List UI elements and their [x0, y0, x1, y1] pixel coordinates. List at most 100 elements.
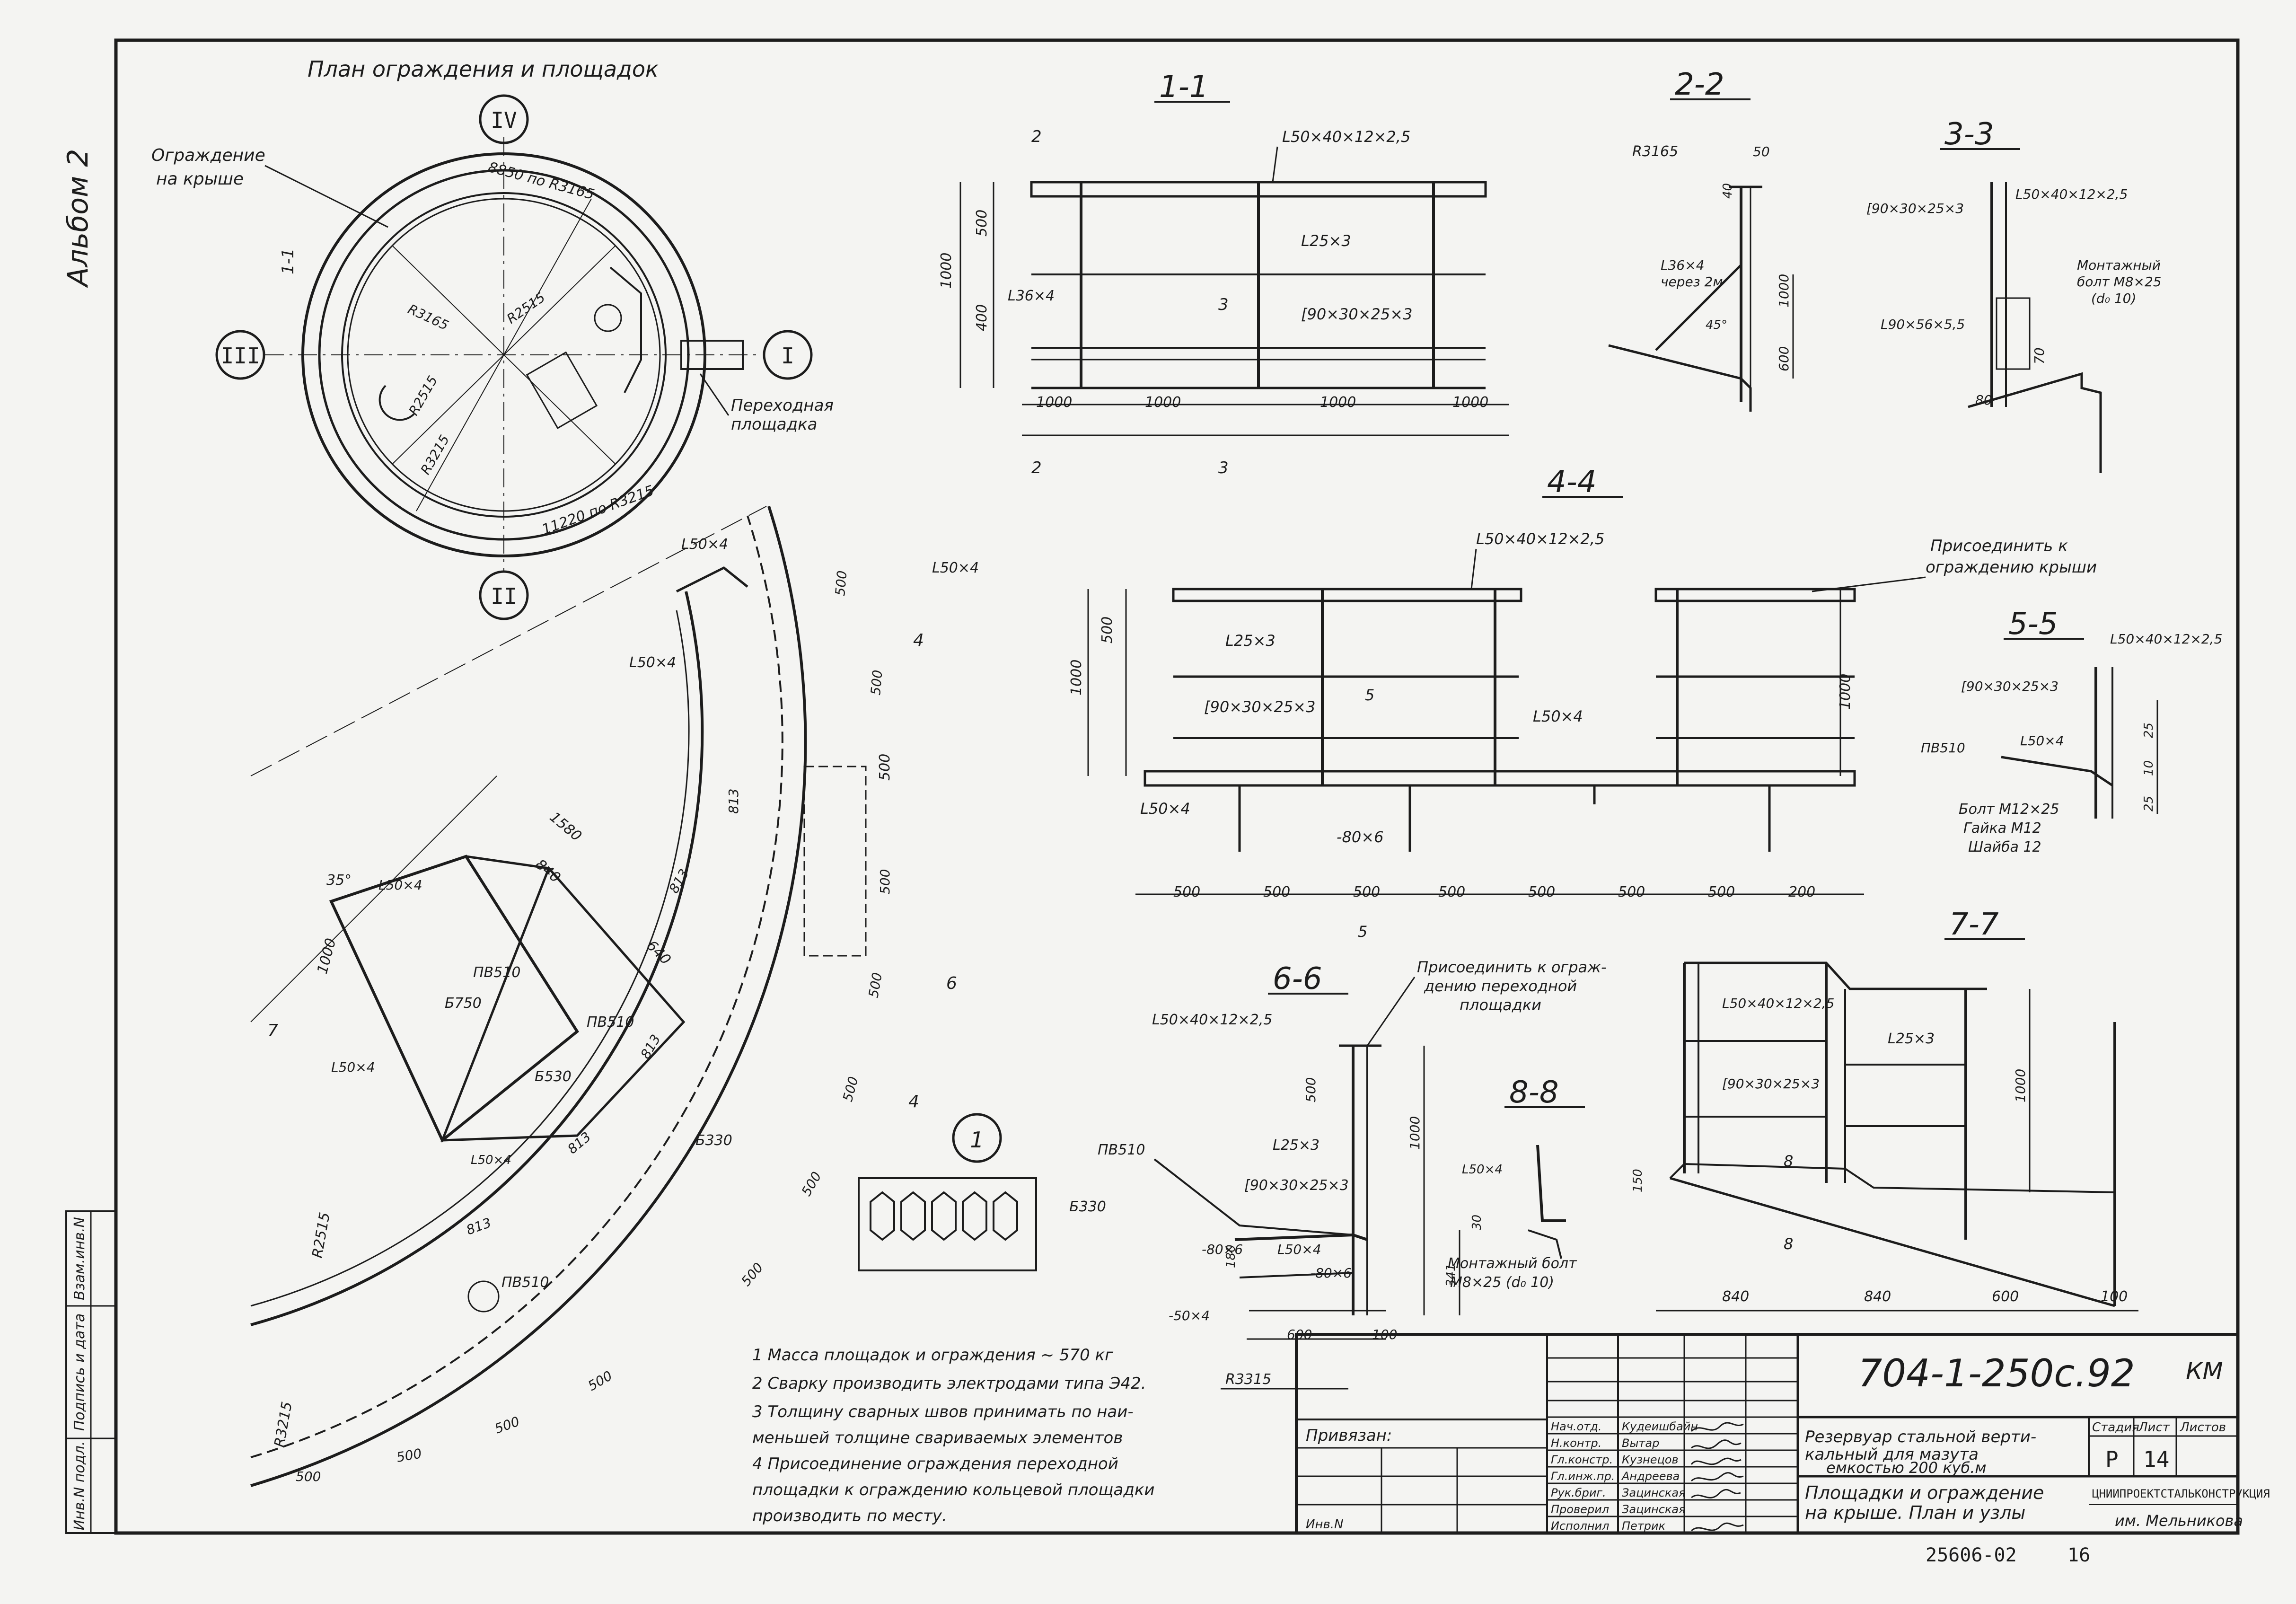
ring-seg-500-8: 500: [585, 1368, 615, 1394]
general-notes: 1 Масса площадок и ограждения ~ 570 кг 2…: [752, 1346, 1154, 1525]
s11-mark-3: 3: [1218, 295, 1229, 314]
signature-4: [1691, 1489, 1741, 1498]
role-6: Исполнил: [1551, 1519, 1610, 1533]
s44-w-2: 500: [1353, 884, 1380, 900]
ring-radius-r2515: R2515: [309, 1211, 333, 1260]
ring-seg-500-7: 500: [738, 1260, 766, 1289]
s88-bolt-1: Монтажный болт: [1448, 1255, 1577, 1272]
stage-header: Стадия: [2092, 1420, 2139, 1435]
s33-bolt-3: (d₀ 10): [2091, 291, 2136, 306]
signature-6: [1690, 1522, 1744, 1532]
transfer-platform-label-2: площадка: [731, 415, 818, 434]
s44-w-6: 500: [1708, 884, 1735, 900]
node-1-detail: 1: [858, 1113, 1037, 1271]
s66-strip-50: -50×4: [1169, 1308, 1210, 1323]
ring-b530: Б530: [535, 1068, 572, 1085]
axis-II-label: II: [491, 583, 517, 609]
node-1-label: 1: [970, 1127, 984, 1153]
s66-top-rail: L50×40×12×2,5: [1152, 1012, 1272, 1028]
title-block: 704-1-250с.92 КМ Привязан: Инв.N Нач.отд…: [1295, 1333, 2270, 1566]
ring-radius-r3215: R3215: [271, 1401, 295, 1449]
ring-seg-500-2: 500: [868, 669, 886, 696]
s22-brace-2: через 2м: [1661, 274, 1723, 290]
list-header: Лист: [2138, 1420, 2170, 1435]
role-4: Рук.бриг.: [1551, 1486, 1606, 1499]
section-2-2-title: 2-2: [1675, 67, 1724, 102]
object-title-1: Резервуар стальной верти-: [1805, 1428, 2036, 1446]
s44-w-5: 500: [1618, 884, 1645, 900]
section-4-4-title: 4-4: [1547, 465, 1597, 500]
s55-bolt-3: Шайба 12: [1968, 839, 2041, 855]
s22-top-50: 50: [1753, 144, 1770, 159]
sheet-title-1: Площадки и ограждение: [1805, 1482, 2044, 1503]
name-5: Зацинская: [1622, 1503, 1686, 1516]
ring-seg-500-6: 500: [798, 1169, 824, 1199]
s66-connect-3: площадки: [1460, 996, 1541, 1014]
section-5-5: 5-5 L50×40×12×2,5 [90×30×25×3 ПВ510 L50×…: [1921, 607, 2222, 855]
s55-top-rail: L50×40×12×2,5: [2110, 631, 2222, 647]
inv-label: Инв.N: [1306, 1517, 1344, 1532]
object-title-3: емкостью 200 куб.м: [1826, 1459, 1987, 1477]
s11-w3: 1000: [1320, 394, 1356, 411]
section-5-5-title: 5-5: [2008, 607, 2058, 642]
s88-d30: 30: [1470, 1215, 1484, 1230]
s22-t40: 40: [1721, 183, 1735, 199]
ring-pv510-2: ПВ510: [587, 1014, 634, 1031]
s77-w2: 840: [1864, 1288, 1891, 1305]
plan-title: План ограждения и площадок: [308, 56, 659, 82]
s33-angle-profile: L90×56×5,5: [1881, 317, 1965, 332]
ring-dim-840: 840: [532, 856, 563, 886]
name-2: Кузнецов: [1622, 1453, 1679, 1466]
ring-seg-500-1: 500: [832, 570, 850, 596]
signature-3: [1690, 1472, 1744, 1482]
section-6-6: 6-6 Присоединить к ограж- дению переходн…: [1069, 958, 1607, 1390]
note-4-cont: площадки к ограждению кольцевой площадки: [752, 1481, 1154, 1499]
object-title-2: кальный для мазута: [1805, 1445, 1979, 1464]
ring-cut-4: 4: [908, 1092, 919, 1111]
s55-d10: 10: [2142, 760, 2156, 776]
s11-mid-rail: L25×3: [1301, 232, 1351, 250]
ring-pv510-3: ПВ510: [501, 1274, 549, 1291]
side-sign-date: Подпись и дата: [71, 1313, 88, 1431]
ring-seg-500-11: 500: [296, 1469, 321, 1484]
s66-h500: 500: [1303, 1077, 1319, 1102]
s44-connect-1: Присоединить к: [1930, 537, 2068, 555]
org-subname: им. Мельникова: [2115, 1512, 2243, 1530]
signature-2: [1690, 1457, 1742, 1465]
s22-h600: 600: [1776, 346, 1792, 371]
s44-w-4: 500: [1528, 884, 1555, 900]
roof-fence-label-1: Ограждение: [151, 146, 265, 165]
note-1: 1 Масса площадок и ограждения ~ 570 кг: [752, 1346, 1114, 1365]
s44-cut-5: 5: [1365, 686, 1374, 704]
role-0: Нач.отд.: [1551, 1420, 1601, 1433]
ring-seg-500-9: 500: [493, 1413, 522, 1437]
s55-bolt-1: Болт М12×25: [1959, 801, 2059, 818]
ring-seg-500-10: 500: [395, 1445, 422, 1465]
radius-r3165: R3165: [405, 301, 451, 333]
s77-top-rail: L50×40×12×2,5: [1722, 996, 1834, 1011]
ring-dim-500: 500: [877, 754, 893, 781]
axis-I-label: I: [781, 343, 794, 369]
s77-h150: 150: [1631, 1169, 1645, 1192]
s11-channel: [90×30×25×3: [1301, 305, 1412, 323]
s44-w-7: 200: [1788, 884, 1815, 900]
s66-connect-2: дению переходной: [1424, 977, 1577, 995]
list-value: 14: [2143, 1446, 2169, 1472]
ring-dim-813a: 813: [726, 789, 741, 814]
s22-angle: 45°: [1706, 318, 1727, 332]
note-4-end: производить по месту.: [752, 1507, 947, 1525]
drawing-code: 704-1-250с.92: [1858, 1351, 2135, 1395]
name-4: Зацинская: [1622, 1486, 1686, 1499]
s66-h341: 341: [1444, 1263, 1458, 1287]
s66-strip-a: -80×6: [1202, 1242, 1243, 1257]
plan-view: План ограждения и площадок IV II III I О…: [151, 56, 834, 620]
s77-w1: 840: [1722, 1288, 1749, 1305]
s22-radius: R3165: [1632, 143, 1678, 160]
s44-strip: -80×6: [1337, 828, 1383, 846]
s44-top-rail: L50×40×12×2,5: [1476, 530, 1604, 548]
ring-dim-813d: 813: [564, 1129, 594, 1157]
signature-0: [1690, 1422, 1744, 1432]
ring-angle-35: 35°: [326, 872, 352, 889]
